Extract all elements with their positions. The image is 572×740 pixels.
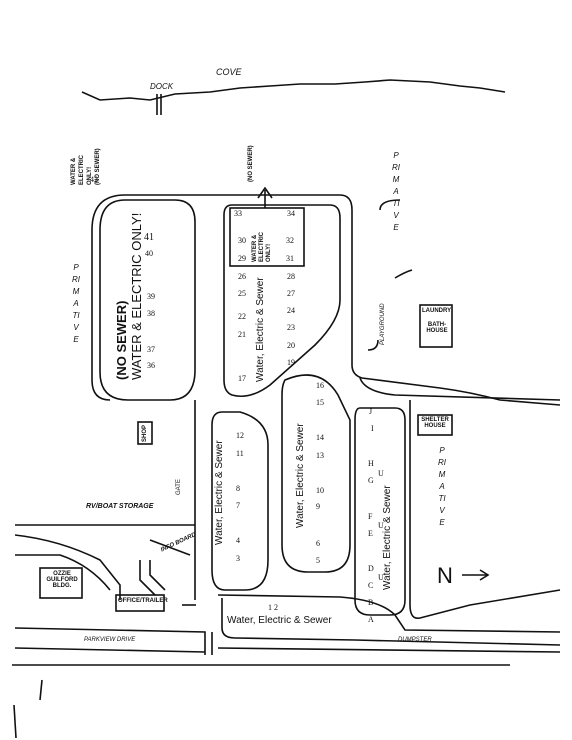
site-17: 17 [238, 374, 246, 383]
site-J: J [369, 407, 373, 416]
site-I: I [371, 424, 374, 433]
island-12-3 [211, 411, 269, 591]
laundry-label: LAUNDRY [422, 308, 452, 314]
shelter-label: SHELTER HOUSE [421, 417, 449, 429]
site-7: 7 [236, 501, 240, 510]
site-4: 4 [236, 536, 240, 545]
site-36: 36 [147, 361, 155, 370]
top-center-note: (NO SEWER) [248, 145, 254, 182]
site-E: E [368, 529, 373, 538]
cove-label: COVE [216, 67, 242, 77]
site-38: 38 [147, 309, 155, 318]
ozzie-building [39, 567, 83, 599]
wes-label-J-A: Water, Electric & Sewer [382, 485, 393, 590]
center-box-outline [229, 207, 305, 267]
site-D: D [368, 564, 374, 573]
center-box-note: WATER & ELECTRIC ONLY! [252, 232, 272, 262]
wes-label-bottom: Water, Electric & Sewer [227, 615, 332, 626]
site-15: 15 [316, 398, 324, 407]
site-30: 30 [238, 236, 246, 245]
island-16-5 [281, 374, 351, 573]
site-41: 41 [144, 232, 154, 243]
site-16: 16 [316, 381, 324, 390]
site-B: B [368, 598, 374, 607]
site-U-1: U [378, 469, 384, 478]
playground-label: PLAYGROUND [380, 303, 386, 345]
site-28: 28 [287, 272, 295, 281]
wes-label-12-3: Water, Electric & Sewer [214, 440, 225, 545]
site-22: 22 [238, 312, 246, 321]
bottom-road [217, 594, 561, 633]
island-J-A [354, 407, 406, 616]
site-32: 32 [286, 236, 294, 245]
office-building [115, 594, 165, 612]
site-8: 8 [236, 484, 240, 493]
site-29: 29 [238, 254, 246, 263]
site-14: 14 [316, 433, 324, 442]
site-10: 10 [316, 486, 324, 495]
bathhouse-label: BATH-HOUSE [426, 322, 448, 334]
site-39: 39 [147, 292, 155, 301]
wes-label-16-5: Water, Electric & Sewer [295, 423, 306, 528]
site-20: 20 [287, 341, 295, 350]
site-42: 42 [90, 175, 98, 184]
water-electric-only-label: WATER & ELECTRIC ONLY! [129, 212, 144, 380]
site-11: 11 [236, 449, 244, 458]
laundry-building [419, 304, 453, 348]
left-outer-road [91, 194, 215, 600]
site-40: 40 [145, 249, 153, 258]
site-6: 6 [316, 539, 320, 548]
rv-storage-label: RV/BOAT STORAGE [86, 503, 154, 510]
site-37: 37 [147, 345, 155, 354]
dumpster-label: DUMPSTER [398, 637, 432, 643]
site-U-3: U [378, 573, 384, 582]
site-21: 21 [238, 330, 246, 339]
shop-label: SHOP [142, 424, 148, 442]
ozzie-label: OZZIE GUILFORD BLDG. [46, 571, 78, 589]
site-26: 26 [238, 272, 246, 281]
primative-top-right: PRIMATIVE [392, 151, 400, 232]
center-island [223, 204, 341, 398]
no-sewer-label: (NO SEWER) [114, 300, 129, 380]
site-G: G [368, 476, 374, 485]
site-31: 31 [286, 254, 294, 263]
center-outer-road [215, 194, 561, 406]
site-19: 19 [287, 358, 295, 367]
parkview-drive-label: PARKVIEW DRIVE [84, 637, 136, 643]
site-13: 13 [316, 451, 324, 460]
site-3: 3 [236, 554, 240, 563]
shop-building [137, 421, 153, 445]
shelter-building [417, 414, 453, 436]
site-23: 23 [287, 323, 295, 332]
site-A: A [368, 615, 374, 624]
left-loop-island [99, 199, 196, 401]
site-24: 24 [287, 306, 295, 315]
site-33: 33 [234, 209, 242, 218]
cove-shoreline [81, 79, 506, 101]
site-9: 9 [316, 502, 320, 511]
gate-label: GATE [176, 479, 182, 495]
site-5: 5 [316, 556, 320, 565]
site-F: F [368, 512, 373, 521]
site-34: 34 [287, 209, 295, 218]
north-compass-label: N [437, 563, 453, 588]
site-H: H [368, 459, 374, 468]
primative-left: PRIMATIVE [72, 263, 80, 344]
site-U-2: U [378, 521, 384, 530]
site-27: 27 [287, 289, 295, 298]
site-1-2: 1 2 [268, 603, 278, 612]
site-C: C [368, 581, 374, 590]
dock-label: DOCK [150, 82, 174, 91]
wes-label-center: Water, Electric & Sewer [255, 277, 266, 382]
site-12: 12 [236, 431, 244, 440]
site-25: 25 [238, 289, 246, 298]
office-label: OFFICE/TRAILER [118, 598, 168, 604]
primative-right: PRIMATIVE [438, 446, 446, 527]
